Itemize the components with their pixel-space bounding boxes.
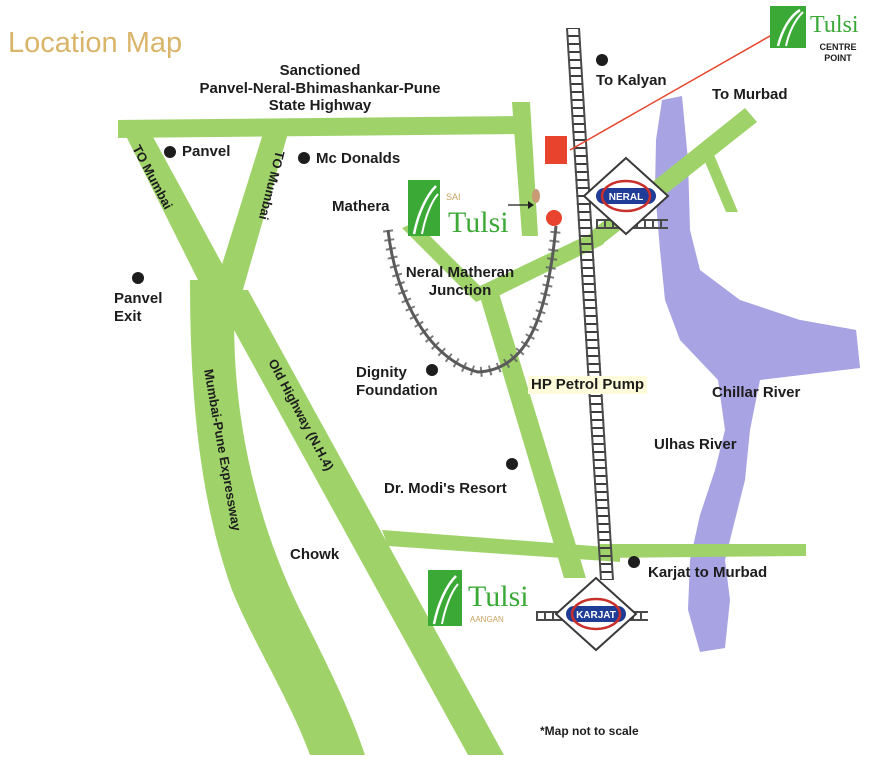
label-ulhas-river: Ulhas River (654, 436, 737, 453)
chowk-road (382, 530, 620, 562)
aangan-sub: AANGAN (470, 615, 504, 624)
sai-tulsi-marker (546, 210, 562, 226)
chillar-river-branch (720, 320, 860, 380)
mathera-road (402, 222, 490, 302)
sai-tulsi-logo: SAI Tulsi (408, 180, 509, 239)
highway-caption-line-2: Panvel-Neral-Bhimashankar-Pune (199, 79, 441, 97)
label-hp-petrol-pump: HP Petrol Pump (528, 376, 648, 394)
panvel-exit-line-1: Panvel (114, 290, 163, 307)
centre-point-sub-2: POINT (824, 53, 852, 63)
panvel-dot (164, 146, 176, 158)
label-dr-modis-resort: Dr. Modi's Resort (384, 480, 507, 497)
tulsi-aangan-logo: Tulsi AANGAN (428, 570, 529, 626)
karjat-to-murbad-dot (628, 556, 640, 568)
junction-line-2: Junction (428, 281, 492, 299)
centre-point-sub-1: CENTRE (819, 42, 856, 52)
road-label-old-highway: Old Highway (N.H.4) (265, 356, 337, 473)
road-to-mumbai-left (118, 120, 232, 300)
label-karjat-to-murbad: Karjat to Murbad (648, 564, 768, 581)
label-mc-donalds: Mc Donalds (316, 150, 401, 167)
label-to-kalyan: To Kalyan (596, 72, 667, 89)
map-title: Location Map (8, 27, 183, 59)
road-to-mumbai-right (214, 124, 290, 300)
karjat-station: KARJAT (554, 576, 638, 652)
dr-modis-resort-dot (506, 458, 518, 470)
expressway (190, 280, 365, 755)
tulsi-centre-point-marker (545, 136, 567, 164)
state-highway-east (512, 102, 538, 236)
label-chowk: Chowk (290, 546, 340, 563)
label-mathera: Mathera (332, 198, 390, 215)
sai-tulsi-marker-shadow (532, 189, 540, 203)
highway-caption-line-1: Sanctioned (279, 62, 361, 79)
aangan-brand: Tulsi (468, 580, 529, 613)
highway-caption-line-3: State Highway (268, 97, 372, 115)
neral-to-east (480, 230, 604, 300)
dignity-line-1: Dignity (356, 364, 407, 381)
neral-station-label: NERAL (609, 192, 643, 203)
railway-matheran (383, 225, 561, 378)
centre-point-pointer (569, 27, 785, 151)
sai-tulsi-arrowhead (528, 201, 534, 209)
panvel-exit-dot (132, 272, 144, 284)
highway-caption: Sanctioned Panvel-Neral-Bhimashankar-Pun… (170, 62, 470, 115)
mc-donalds-dot (298, 152, 310, 164)
karjat-station-label: KARJAT (576, 610, 616, 621)
sai-tulsi-brand: Tulsi (448, 206, 509, 239)
map-scale-note: *Map not to scale (540, 724, 639, 738)
label-to-murbad: To Murbad (712, 86, 788, 103)
label-neral-matheran-junction: Neral Matheran Junction (390, 264, 530, 299)
junction-line-1: Neral Matheran (405, 264, 515, 281)
to-kalyan-dot (596, 54, 608, 66)
tulsi-centre-point-logo: Tulsi CENTRE POINT (770, 6, 859, 63)
sai-tulsi-prefix: SAI (446, 192, 461, 202)
panvel-exit-line-2: Exit (114, 307, 142, 325)
to-murbad-spur (700, 150, 738, 212)
label-panvel: Panvel (182, 143, 231, 160)
state-highway (118, 116, 525, 138)
label-panvel-exit: Panvel Exit (114, 290, 162, 325)
label-chillar-river: Chillar River (712, 384, 801, 401)
railway-main (566, 27, 614, 581)
dignity-line-2: Foundation (356, 381, 438, 399)
old-highway (212, 290, 504, 755)
neral-station: NERAL (582, 156, 670, 236)
label-dignity-foundation: Dignity Foundation (356, 364, 438, 399)
dignity-foundation-dot (426, 364, 438, 376)
centre-point-brand: Tulsi (810, 12, 859, 38)
karjat-murbad-road (600, 544, 806, 558)
